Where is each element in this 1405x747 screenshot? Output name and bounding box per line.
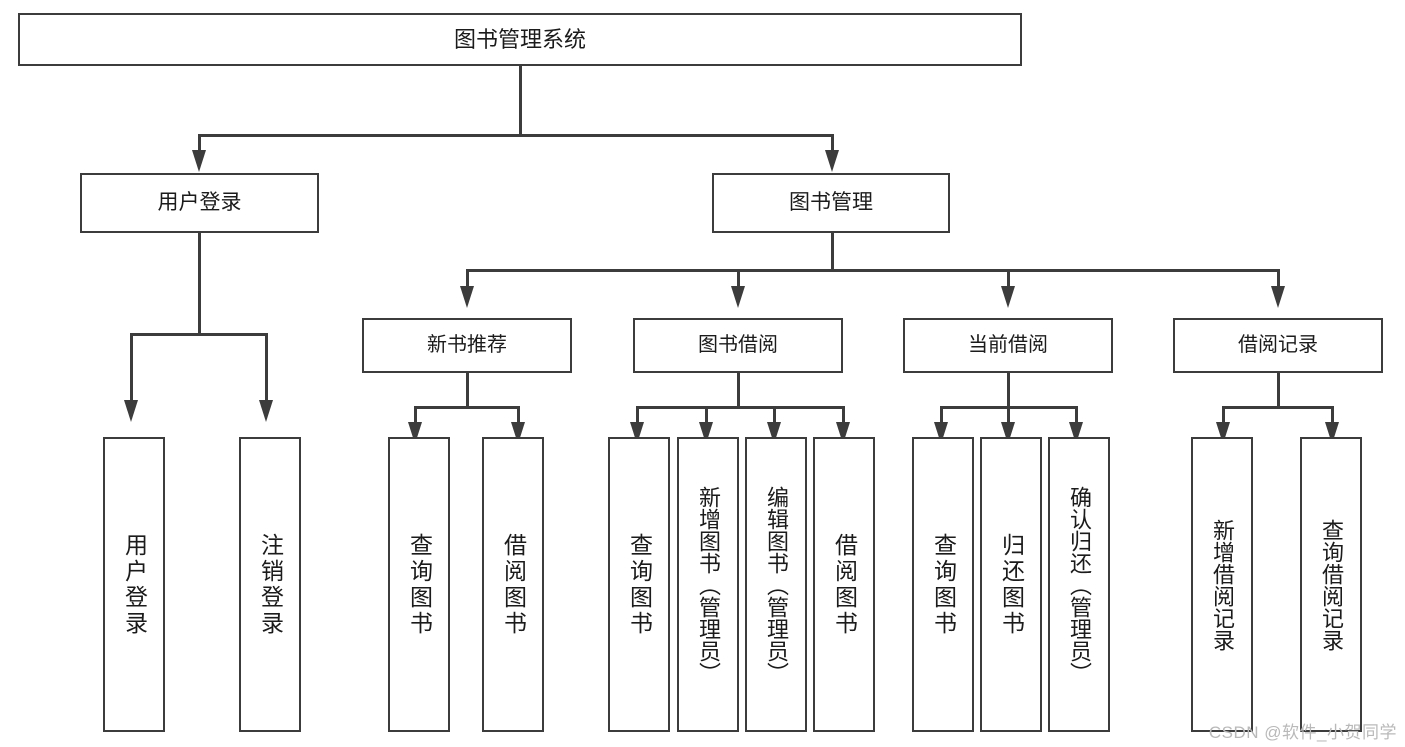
connector-user-login-left-drop (130, 333, 133, 405)
connector-new-book-bar (414, 406, 520, 409)
arrow-to-leaf-logout-login (259, 400, 273, 422)
node-leaf-edit-book[interactable]: 编辑图书（管理员） (745, 437, 807, 732)
arrow-to-current-borrow (1001, 286, 1015, 308)
node-leaf-query-book-1-label: 查询图书 (406, 532, 433, 637)
connector-current-borrow-drop-2 (1007, 406, 1010, 428)
arrow-to-new-book-recommend (460, 286, 474, 308)
connector-root-stem (519, 66, 522, 136)
connector-lvl3-drop-3 (1007, 269, 1010, 291)
node-new-book-recommend[interactable]: 新书推荐 (362, 318, 572, 373)
connector-new-book-stem (466, 373, 469, 408)
node-leaf-confirm-return[interactable]: 确认归还（管理员） (1048, 437, 1110, 732)
node-leaf-add-book[interactable]: 新增图书（管理员） (677, 437, 739, 732)
node-book-manage-label: 图书管理 (789, 190, 873, 214)
connector-book-borrow-stem (737, 373, 740, 408)
connector-new-book-drop-1 (414, 406, 417, 428)
node-leaf-logout-login[interactable]: 注销登录 (239, 437, 301, 732)
node-leaf-user-login-label: 用户登录 (121, 532, 148, 637)
node-book-manage[interactable]: 图书管理 (712, 173, 950, 233)
node-leaf-query-book-3[interactable]: 查询图书 (912, 437, 974, 732)
node-leaf-user-login[interactable]: 用户登录 (103, 437, 165, 732)
node-root[interactable]: 图书管理系统 (18, 13, 1022, 66)
connector-current-borrow-stem (1007, 373, 1010, 408)
connector-root-right-drop (831, 134, 834, 156)
connector-lvl3-drop-1 (466, 269, 469, 291)
connector-current-borrow-drop-1 (940, 406, 943, 428)
node-leaf-query-book-1[interactable]: 查询图书 (388, 437, 450, 732)
node-leaf-query-record-label: 查询借阅记录 (1319, 518, 1344, 651)
arrow-to-book-manage (825, 150, 839, 172)
connector-book-manage-bar (466, 269, 1280, 272)
connector-book-borrow-drop-1 (636, 406, 639, 428)
connector-book-borrow-bar (636, 406, 845, 409)
node-leaf-query-record[interactable]: 查询借阅记录 (1300, 437, 1362, 732)
node-leaf-query-book-2[interactable]: 查询图书 (608, 437, 670, 732)
node-leaf-add-record-label: 新增借阅记录 (1210, 518, 1235, 651)
node-borrow-record-label: 借阅记录 (1238, 333, 1318, 356)
node-current-borrow[interactable]: 当前借阅 (903, 318, 1113, 373)
connector-book-borrow-drop-4 (842, 406, 845, 428)
node-user-login-label: 用户登录 (157, 190, 242, 214)
arrow-to-book-borrow (731, 286, 745, 308)
connector-book-borrow-drop-3 (773, 406, 776, 428)
connector-user-login-bar (130, 333, 268, 336)
node-leaf-return-book[interactable]: 归还图书 (980, 437, 1042, 732)
node-leaf-logout-login-label: 注销登录 (257, 532, 284, 637)
node-current-borrow-label: 当前借阅 (968, 333, 1048, 356)
connector-borrow-record-drop-1 (1222, 406, 1225, 428)
node-leaf-return-book-label: 归还图书 (998, 532, 1025, 637)
node-leaf-borrow-book-1[interactable]: 借阅图书 (482, 437, 544, 732)
node-borrow-record[interactable]: 借阅记录 (1173, 318, 1383, 373)
connector-user-login-stem (198, 233, 201, 335)
connector-root-bar (198, 134, 833, 137)
arrow-to-borrow-record (1271, 286, 1285, 308)
arrow-to-leaf-user-login (124, 400, 138, 422)
connector-borrow-record-bar (1222, 406, 1334, 409)
node-leaf-add-book-label: 新增图书（管理员） (696, 485, 721, 684)
connector-root-left-drop (198, 134, 201, 156)
connector-lvl3-drop-2 (737, 269, 740, 291)
connector-book-borrow-drop-2 (705, 406, 708, 428)
node-user-login[interactable]: 用户登录 (80, 173, 319, 233)
node-new-book-recommend-label: 新书推荐 (427, 333, 507, 356)
connector-new-book-drop-2 (517, 406, 520, 428)
node-book-borrow[interactable]: 图书借阅 (633, 318, 843, 373)
connector-current-borrow-drop-3 (1075, 406, 1078, 428)
node-leaf-edit-book-label: 编辑图书（管理员） (764, 485, 789, 684)
node-book-borrow-label: 图书借阅 (698, 333, 778, 356)
node-leaf-borrow-book-2-label: 借阅图书 (831, 532, 858, 637)
node-leaf-query-book-2-label: 查询图书 (626, 532, 653, 637)
node-leaf-confirm-return-label: 确认归还（管理员） (1067, 485, 1092, 684)
connector-user-login-right-drop (265, 333, 268, 405)
connector-book-manage-stem (831, 233, 834, 271)
arrow-to-user-login (192, 150, 206, 172)
connector-borrow-record-stem (1277, 373, 1280, 408)
connector-lvl3-drop-4 (1277, 269, 1280, 291)
node-leaf-borrow-book-1-label: 借阅图书 (500, 532, 527, 637)
node-leaf-borrow-book-2[interactable]: 借阅图书 (813, 437, 875, 732)
connector-borrow-record-drop-2 (1331, 406, 1334, 428)
node-leaf-query-book-3-label: 查询图书 (930, 532, 957, 637)
node-root-label: 图书管理系统 (453, 26, 586, 52)
node-leaf-add-record[interactable]: 新增借阅记录 (1191, 437, 1253, 732)
